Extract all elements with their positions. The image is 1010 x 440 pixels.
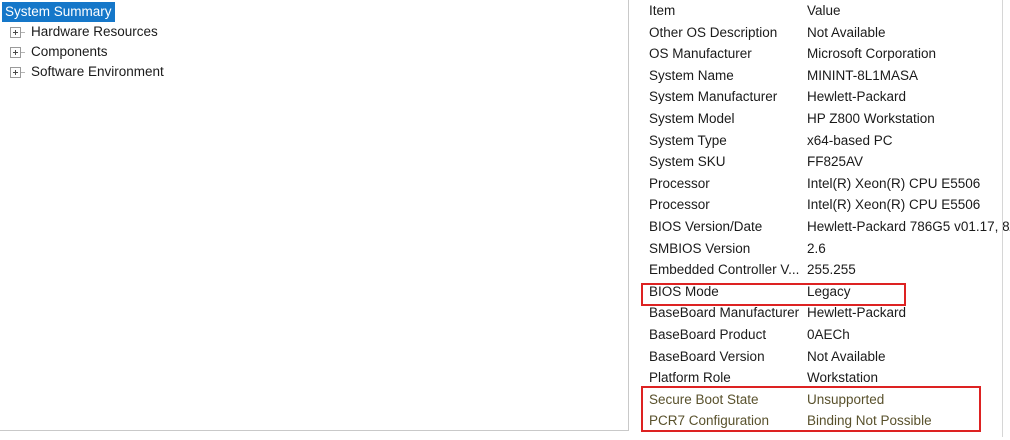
detail-item-value: Workstation — [807, 370, 879, 386]
detail-item-label: System Type — [649, 132, 727, 148]
detail-item-value: 0AECh — [807, 326, 850, 342]
detail-item-label: SMBIOS Version — [649, 240, 751, 256]
detail-item-value: Hewlett-Packard 786G5 v01.17, 8/ — [807, 218, 1010, 234]
detail-item-label: System Model — [649, 110, 735, 126]
tree-item-label: Software Environment — [31, 64, 164, 79]
detail-item-label: Processor — [649, 197, 710, 213]
detail-item-value: MININT-8L1MASA — [807, 67, 919, 83]
detail-item-label: Other OS Description — [649, 24, 778, 40]
tree-connector-line — [21, 52, 25, 53]
detail-row[interactable]: Processor Intel(R) Xeon(R) CPU E5506 — [641, 173, 1010, 195]
detail-item-label: BIOS Version/Date — [649, 218, 763, 234]
detail-item-label: Platform Role — [649, 370, 731, 386]
tree-item-label: Components — [31, 44, 108, 59]
tree-item-components[interactable]: Components — [2, 42, 628, 62]
detail-row[interactable]: System Manufacturer Hewlett-Packard — [641, 86, 1010, 108]
detail-row[interactable]: OS Manufacturer Microsoft Corporation — [641, 43, 1010, 65]
tree-item-label: System Summary — [2, 2, 115, 22]
detail-row[interactable]: System Model HP Z800 Workstation — [641, 108, 1010, 130]
detail-item-value: Binding Not Possible — [807, 413, 932, 429]
expand-plus-icon[interactable] — [10, 46, 21, 58]
detail-item-value: FF825AV — [807, 154, 864, 170]
detail-row[interactable]: BaseBoard Manufacturer Hewlett-Packard — [641, 302, 1010, 324]
detail-item-value: 255.255 — [807, 262, 856, 278]
detail-row[interactable]: Embedded Controller V... 255.255 — [641, 259, 1010, 281]
detail-item-label: BIOS Mode — [649, 283, 719, 299]
detail-item-label: System SKU — [649, 154, 726, 170]
detail-row[interactable]: BaseBoard Product 0AECh — [641, 324, 1010, 346]
tree-connector-line — [21, 32, 25, 33]
detail-item-label: BaseBoard Product — [649, 326, 767, 342]
tree-item-system-summary[interactable]: System Summary — [2, 2, 628, 22]
detail-row[interactable]: Processor Intel(R) Xeon(R) CPU E5506 — [641, 194, 1010, 216]
detail-item-label: PCR7 Configuration — [649, 413, 770, 429]
column-header-item[interactable]: Item — [649, 3, 676, 18]
detail-item-label: System Name — [649, 67, 734, 83]
detail-row[interactable]: BIOS Version/Date Hewlett-Packard 786G5 v… — [641, 216, 1010, 238]
detail-item-value: Intel(R) Xeon(R) CPU E5506 — [807, 197, 981, 213]
detail-row[interactable]: Other OS Description Not Available — [641, 22, 1010, 44]
expand-plus-icon[interactable] — [10, 66, 21, 78]
detail-item-label: Processor — [649, 175, 710, 191]
detail-item-value: Unsupported — [807, 391, 885, 407]
detail-item-label: BaseBoard Manufacturer — [649, 305, 800, 321]
detail-item-value: Not Available — [807, 24, 886, 40]
detail-item-value: Hewlett-Packard — [807, 89, 907, 105]
detail-row[interactable]: BaseBoard Version Not Available — [641, 346, 1010, 368]
detail-row[interactable]: Secure Boot State Unsupported — [641, 389, 1010, 411]
detail-row[interactable]: BIOS Mode Legacy — [641, 281, 1010, 303]
expand-plus-icon[interactable] — [10, 26, 21, 38]
tree-connector-line — [21, 72, 25, 73]
detail-row[interactable]: System Type x64-based PC — [641, 130, 1010, 152]
detail-item-label: OS Manufacturer — [649, 46, 752, 62]
tree-item-label: Hardware Resources — [31, 24, 158, 39]
tree-item-hardware-resources[interactable]: Hardware Resources — [2, 22, 628, 42]
detail-row[interactable]: System Name MININT-8L1MASA — [641, 65, 1010, 87]
detail-row[interactable]: System SKU FF825AV — [641, 151, 1010, 173]
column-header-value[interactable]: Value — [807, 3, 841, 18]
tree-item-software-environment[interactable]: Software Environment — [2, 62, 628, 82]
detail-item-value: Microsoft Corporation — [807, 46, 937, 62]
detail-pane-right-edge — [1002, 0, 1003, 437]
detail-item-value: 2.6 — [807, 240, 826, 256]
detail-item-value: HP Z800 Workstation — [807, 110, 935, 126]
detail-item-label: BaseBoard Version — [649, 348, 765, 364]
detail-item-label: Secure Boot State — [649, 391, 759, 407]
detail-item-value: Hewlett-Packard — [807, 305, 907, 321]
detail-item-value: Not Available — [807, 348, 886, 364]
detail-item-label: Embedded Controller V... — [649, 262, 800, 278]
detail-item-value: Legacy — [807, 283, 851, 299]
detail-row[interactable]: SMBIOS Version 2.6 — [641, 238, 1010, 260]
detail-item-value: x64-based PC — [807, 132, 893, 148]
detail-item-label: System Manufacturer — [649, 89, 778, 105]
detail-item-value: Intel(R) Xeon(R) CPU E5506 — [807, 175, 981, 191]
detail-row[interactable]: PCR7 Configuration Binding Not Possible — [641, 410, 1010, 432]
detail-header-row: Item Value — [641, 0, 1010, 22]
detail-row[interactable]: Platform Role Workstation — [641, 367, 1010, 389]
